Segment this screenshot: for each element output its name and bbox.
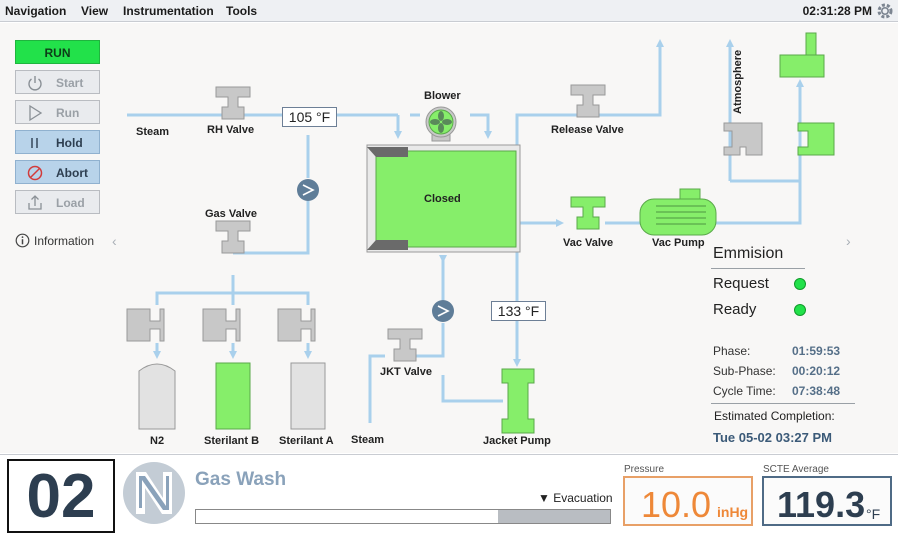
abort-button[interactable]: Abort (15, 160, 100, 184)
load-button[interactable]: Load (15, 190, 100, 214)
phase-time-label: Phase: (713, 344, 751, 358)
estimate-divider (711, 403, 855, 404)
start-button[interactable]: Start (15, 70, 100, 94)
run-button[interactable]: Run (15, 100, 100, 124)
run-state-indicator: RUN (15, 40, 100, 64)
n2-label: N2 (150, 435, 165, 447)
release-valve-label: Release Valve (551, 124, 624, 136)
estimated-completion-value: Tue 05-02 03:27 PM (713, 430, 832, 445)
emission-request-label: Request (713, 275, 769, 292)
pressure-value: 10.0 (641, 484, 712, 525)
phase-progress-bar (195, 509, 611, 524)
menu-tools[interactable]: Tools (226, 4, 258, 18)
process-diagram: RUN Start Run Hold Abort Load Informatio… (0, 23, 898, 453)
ready-status-indicator (794, 304, 806, 316)
emission-divider (711, 268, 805, 269)
information-link[interactable]: Information (15, 233, 94, 248)
menu-view[interactable]: View (81, 4, 109, 18)
phase-time-value: 01:59:53 (792, 344, 841, 358)
steam-bottom-label: Steam (351, 434, 385, 446)
cycle-time-label: Cycle Time: (713, 384, 776, 398)
atmosphere-label: Atmosphere (732, 49, 744, 114)
power-icon (28, 76, 42, 91)
menu-instrumentation[interactable]: Instrumentation (123, 4, 214, 18)
scte-label: SCTE Average (763, 464, 829, 475)
cycle-time-value: 07:38:48 (792, 384, 841, 398)
upload-icon (28, 195, 42, 210)
steam-top-label: Steam (136, 126, 170, 138)
info-icon (15, 233, 30, 248)
heat-exchanger-supply (297, 179, 319, 201)
scte-unit: °F (866, 506, 881, 522)
jacket-temperature: 133 °F (491, 301, 546, 321)
brand-logo-icon (123, 462, 185, 524)
phase-progress-fill (196, 510, 499, 523)
phase-name: Gas Wash (195, 469, 287, 490)
emission-title: Emmision (713, 245, 784, 262)
sterilant-b-label: Sterilant B (204, 435, 260, 447)
next-arrow-icon[interactable]: › (846, 233, 851, 249)
subphase-name: ▼ Evacuation (538, 491, 613, 505)
menu-bar: Navigation View Instrumentation Tools 02… (0, 0, 898, 22)
cycle-number: 02 (7, 459, 115, 533)
supply-temperature: 105 °F (282, 107, 337, 127)
vac-pump-label: Vac Pump (652, 237, 705, 249)
play-icon (29, 104, 43, 122)
pressure-readout: 10.0 inHg (623, 476, 753, 526)
scte-value: 119.3 (777, 484, 866, 525)
rh-valve-label: RH Valve (207, 124, 255, 136)
gear-icon[interactable] (876, 2, 894, 20)
pause-icon (31, 138, 38, 148)
menu-navigation[interactable]: Navigation (5, 4, 67, 18)
subphase-time-value: 00:20:12 (792, 364, 841, 378)
estimated-completion-label: Estimated Completion: (714, 409, 835, 423)
pressure-unit: inHg (717, 504, 749, 520)
hold-button[interactable]: Hold (15, 130, 100, 154)
piping-graphic (126, 32, 835, 434)
clock: 02:31:28 PM (802, 4, 872, 18)
scte-readout: 119.3 °F (762, 476, 892, 526)
previous-arrow-icon[interactable]: ‹ (112, 233, 117, 249)
jacket-pump-label: Jacket Pump (483, 435, 551, 447)
subphase-time-label: Sub-Phase: (713, 364, 776, 378)
gas-valve-label: Gas Valve (205, 208, 257, 220)
vac-valve-label: Vac Valve (563, 237, 614, 249)
emission-ready-label: Ready (713, 301, 757, 318)
jkt-valve-label: JKT Valve (380, 366, 432, 378)
prohibited-icon (27, 165, 43, 181)
chamber-status: Closed (424, 193, 461, 205)
heat-exchanger-jacket (432, 300, 454, 322)
blower-label: Blower (424, 90, 461, 102)
sterilant-a-label: Sterilant A (279, 435, 334, 447)
status-bar: 02 Gas Wash ▼ Evacuation Pressure 10.0 i… (0, 454, 898, 538)
request-status-indicator (794, 278, 806, 290)
pressure-label: Pressure (624, 464, 665, 475)
